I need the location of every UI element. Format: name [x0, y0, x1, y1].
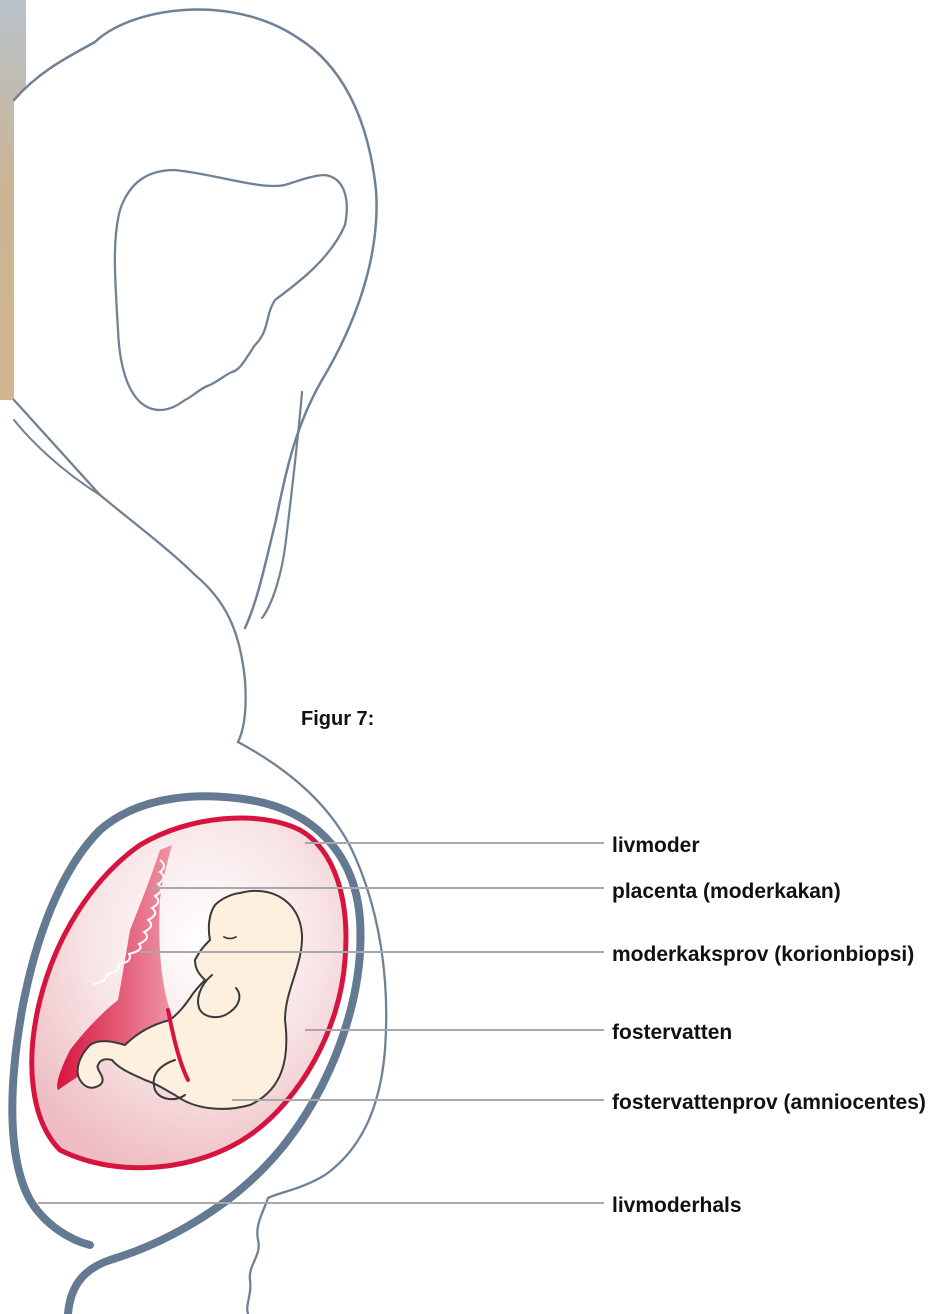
label-livmoderhals: livmoderhals	[612, 1195, 742, 1216]
label-moderkaksprov: moderkaksprov (korionbiopsi)	[612, 944, 914, 965]
label-fostervattenprov: fostervattenprov (amniocentes)	[612, 1092, 926, 1113]
label-livmoder: livmoder	[612, 835, 700, 856]
label-placenta: placenta (moderkakan)	[612, 881, 841, 902]
figure-caption: Figur 7:	[301, 709, 374, 729]
label-fostervatten: fostervatten	[612, 1022, 732, 1043]
